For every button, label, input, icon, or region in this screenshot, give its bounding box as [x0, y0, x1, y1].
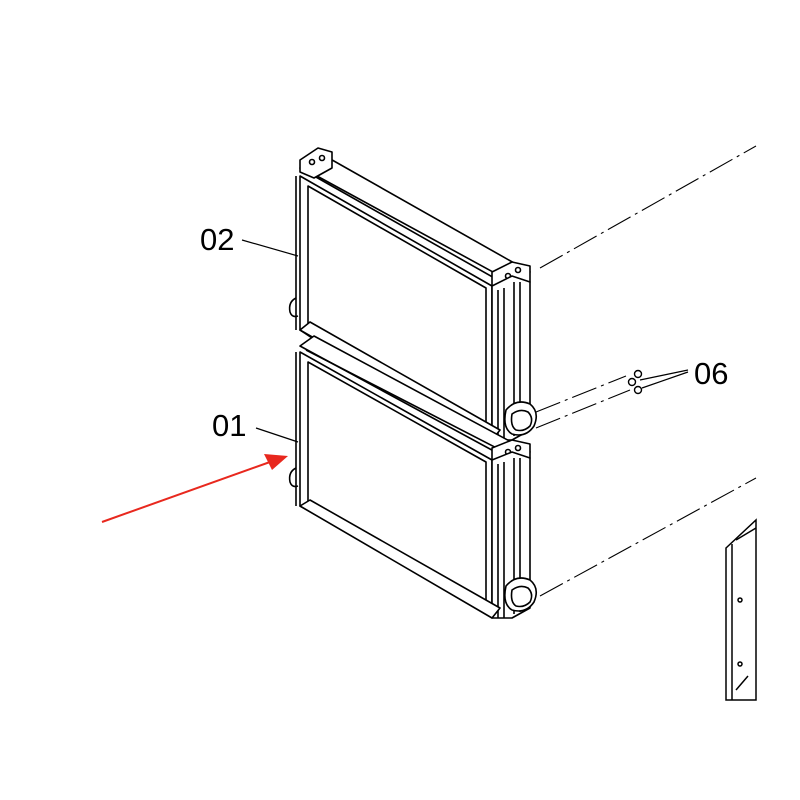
callout-label-01: 01	[212, 408, 246, 443]
partial-frame-structure	[725, 518, 757, 701]
leader-lines	[241, 239, 689, 443]
alignment-lines	[535, 145, 757, 597]
upper-cooler-core-02	[288, 147, 538, 441]
red-pointer-arrow	[101, 454, 288, 523]
callout-label-02: 02	[200, 222, 234, 257]
fasteners-06	[627, 369, 643, 395]
callout-label-06: 06	[694, 356, 728, 391]
lower-cooler-core-01	[288, 335, 538, 619]
